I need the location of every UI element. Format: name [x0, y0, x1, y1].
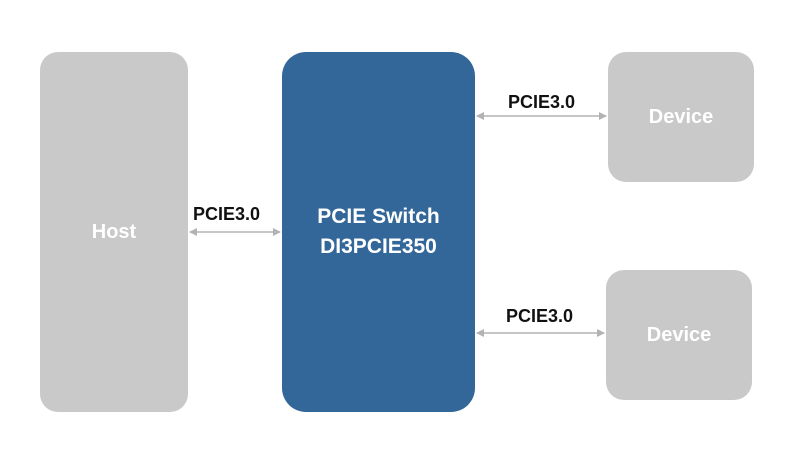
device-top-link-label: PCIE3.0: [508, 92, 576, 112]
device-block-top: Device: [608, 52, 754, 182]
device-block-bottom: Device: [606, 270, 752, 400]
switch-model: DI3PCIE350: [320, 235, 437, 258]
host-label: Host: [91, 220, 137, 243]
host-link-label: PCIE3.0: [193, 204, 261, 224]
host-block: Host: [40, 52, 188, 412]
device-label-bottom: Device: [646, 323, 712, 346]
pcie-switch-block: PCIE Switch DI3PCIE350: [282, 52, 475, 412]
device-bottom-link-label: PCIE3.0: [506, 306, 574, 326]
switch-title: PCIE Switch: [317, 205, 440, 228]
device-label-top: Device: [648, 105, 714, 128]
